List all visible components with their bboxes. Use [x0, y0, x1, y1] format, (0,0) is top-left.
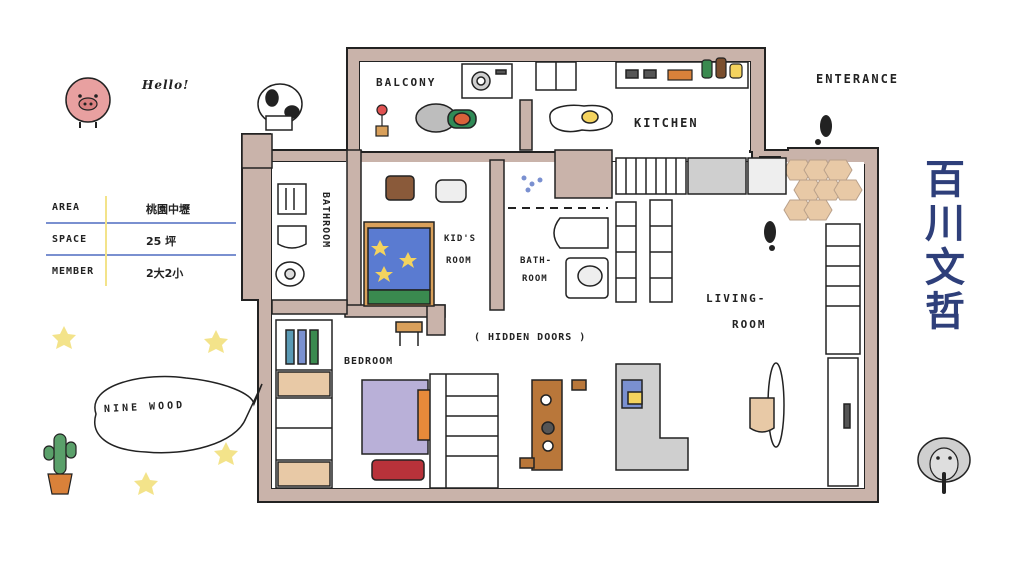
cactus-icon — [43, 433, 77, 495]
elephant-icon — [917, 437, 971, 494]
greeting-text: Hello! — [142, 78, 190, 92]
room-label-kids-line2: ROOM — [446, 256, 472, 266]
room-label-bathroom-right-line1: BATH- — [520, 256, 553, 266]
plant-icon — [375, 104, 389, 137]
room-label-living-line2: ROOM — [732, 318, 767, 331]
info-divider — [105, 196, 107, 286]
info-value: 2大2小 — [146, 267, 184, 280]
kids-toys — [385, 175, 467, 203]
brand-title: 百 川 文 哲 — [920, 158, 970, 334]
star-icon — [52, 326, 238, 495]
brand-char: 川 — [925, 200, 965, 247]
brand-char: 文 — [925, 244, 965, 291]
basket-mirror — [749, 362, 785, 448]
toilet-icon — [553, 217, 609, 299]
dog-icon — [415, 103, 477, 133]
speech-bubble — [94, 375, 263, 454]
sofa-icon — [615, 363, 689, 471]
bookshelf — [429, 373, 499, 489]
info-key: AREA — [52, 202, 81, 213]
room-label-bathroom-left: BATHROOM — [320, 192, 331, 249]
room-label-living-line1: LIVING- — [706, 292, 767, 305]
kids-bed — [363, 221, 435, 307]
entrance-tiles — [783, 159, 863, 221]
brand-char: 哲 — [925, 288, 965, 335]
info-row-space: SPACE 25 坪 — [46, 226, 236, 256]
brand-char: 百 — [925, 156, 965, 203]
bed-icon — [361, 379, 433, 481]
footprint-icon — [764, 115, 832, 251]
room-label-entrance: ENTERANCE — [816, 72, 900, 86]
pig-icon — [65, 77, 111, 128]
shower-icon — [521, 175, 543, 193]
kitchen-sink — [549, 104, 613, 133]
wardrobe — [275, 319, 333, 489]
info-value: 25 坪 — [146, 235, 177, 248]
chair — [395, 321, 423, 346]
dining-table — [519, 379, 587, 471]
left-bathroom-fixtures — [275, 183, 307, 287]
info-value: 桃園中壢 — [146, 203, 190, 216]
info-row-area: AREA 桃園中壢 — [46, 194, 236, 224]
washer-icon — [461, 63, 513, 99]
info-key: SPACE — [52, 234, 88, 245]
room-label-bedroom: BEDROOM — [344, 356, 394, 367]
cow-icon — [257, 83, 303, 131]
room-label-balcony: BALCONY — [376, 76, 437, 89]
counter-strip — [615, 157, 787, 195]
shelf-units — [615, 199, 673, 303]
info-row-member: MEMBER 2大2小 — [46, 258, 236, 286]
bottles — [667, 57, 743, 81]
inner-walls — [241, 99, 613, 336]
room-label-kitchen: KITCHEN — [634, 116, 699, 130]
entrance-cabinets — [825, 223, 861, 487]
hidden-doors-label: ( HIDDEN DOORS ) — [474, 332, 587, 343]
info-key: MEMBER — [52, 266, 95, 277]
room-label-bathroom-right-line2: ROOM — [522, 274, 548, 284]
room-label-kids-line1: KID'S — [444, 234, 477, 244]
